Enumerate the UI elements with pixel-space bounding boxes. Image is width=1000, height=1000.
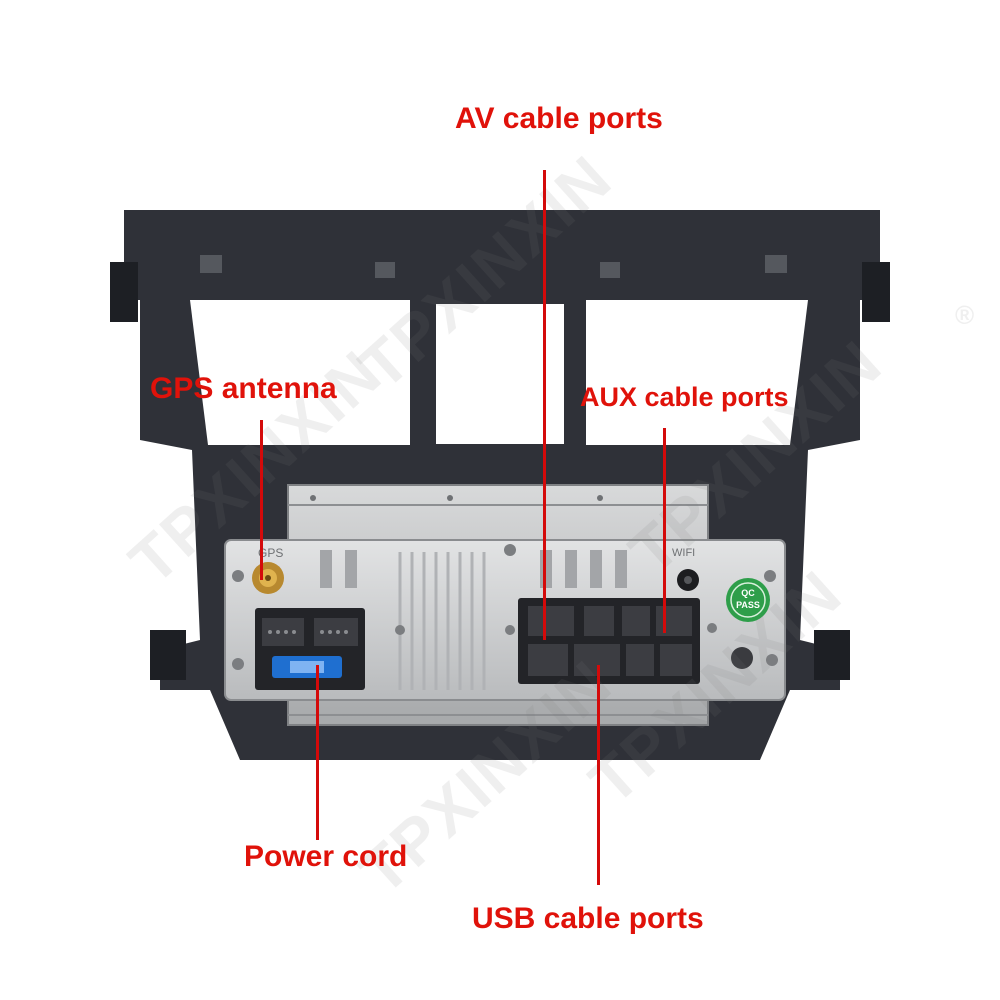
rear-panel: GPS WIFI QC PASS [224, 539, 786, 701]
callout-power-cord: Power cord [244, 840, 408, 873]
mic-port [731, 647, 753, 669]
wifi-connector [677, 569, 699, 591]
power-connector [255, 608, 365, 690]
leader-aux [663, 428, 666, 633]
wifi-port-label: WIFI [672, 547, 695, 559]
qc-sticker-top: QC [741, 588, 755, 598]
callout-aux-cable-ports: AUX cable ports [580, 382, 789, 412]
callout-av-cable-ports: AV cable ports [455, 102, 663, 135]
leader-power [316, 665, 319, 840]
leader-gps [260, 420, 263, 580]
leader-av [543, 170, 546, 640]
gps-port-label: GPS [258, 546, 283, 560]
callout-usb-cable-ports: USB cable ports [472, 902, 704, 935]
multi-connector-block [518, 598, 700, 684]
qc-pass-sticker: QC PASS [726, 578, 770, 622]
callout-gps-antenna: GPS antenna [150, 372, 337, 405]
qc-sticker-bottom: PASS [736, 600, 760, 610]
gps-connector [252, 562, 284, 594]
registered-mark: ® [955, 300, 977, 330]
leader-usb [597, 665, 600, 885]
